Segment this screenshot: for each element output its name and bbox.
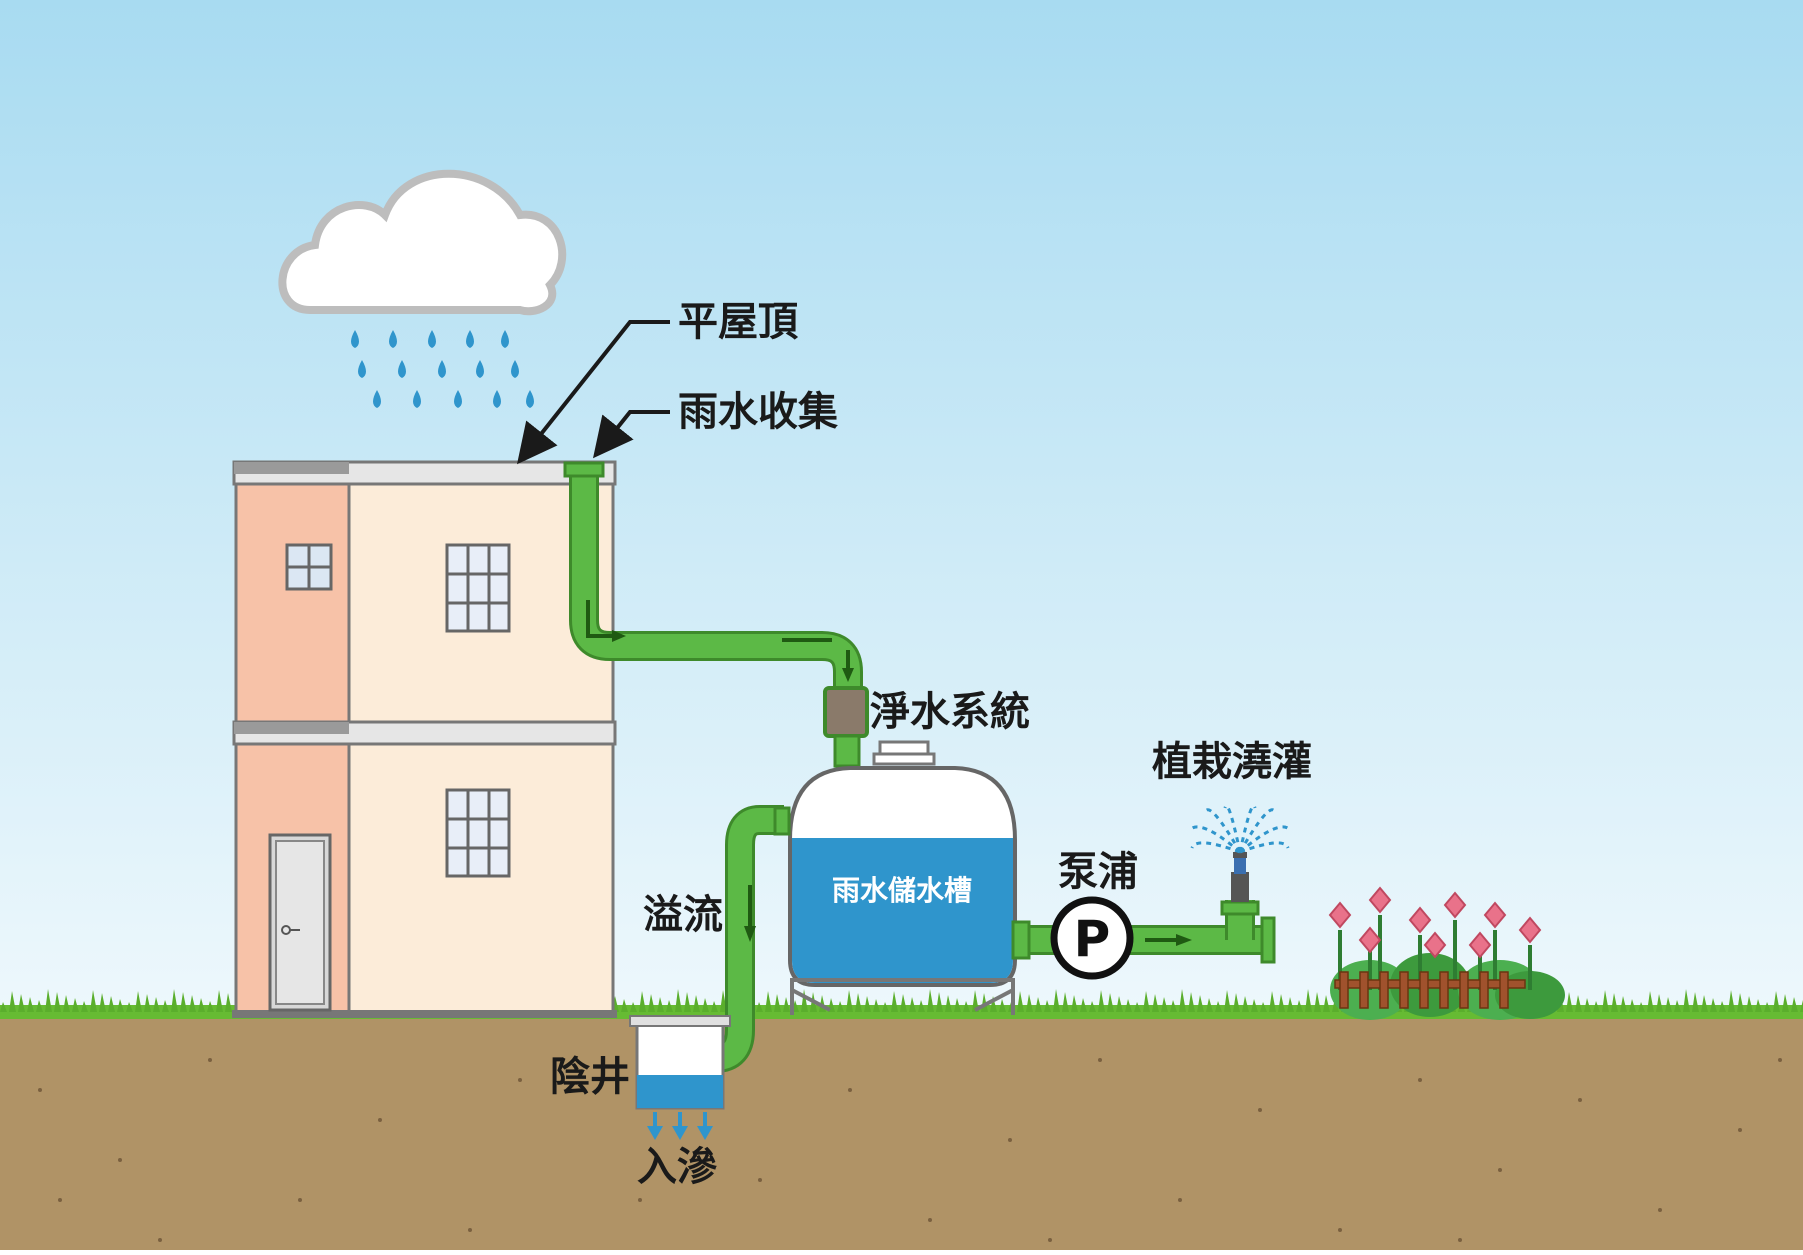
flower-bed xyxy=(1328,886,1565,1020)
garden-fence xyxy=(1334,971,1526,1009)
pump-icon: P xyxy=(1050,896,1134,980)
label-overflow: 溢流 xyxy=(643,892,723,938)
filter-unit xyxy=(823,686,869,768)
label-rain-collection: 雨水收集 xyxy=(678,389,838,435)
callout-lines xyxy=(517,320,670,465)
sprinkler-icon xyxy=(1188,804,1292,902)
soakaway-well xyxy=(629,1015,731,1140)
raindrops-icon xyxy=(351,330,534,408)
collection-pipe xyxy=(563,461,863,690)
infiltration-arrows xyxy=(647,1112,713,1140)
label-filter-system: 淨水系統 xyxy=(870,689,1030,735)
soil-ground xyxy=(0,1015,1803,1250)
label-infiltration: 入滲 xyxy=(637,1144,717,1190)
label-soakaway: 陰井 xyxy=(550,1054,630,1100)
cloud-icon xyxy=(278,169,567,316)
window xyxy=(285,543,333,591)
overflow-pipe xyxy=(700,805,791,1073)
pump-symbol: P xyxy=(1074,910,1111,968)
door xyxy=(268,833,332,1012)
label-pump: 泵浦 xyxy=(1058,849,1138,895)
rainwater-tank: 雨水儲水槽 xyxy=(788,740,1017,1015)
window xyxy=(445,543,511,633)
tank-label: 雨水儲水槽 xyxy=(832,874,972,907)
label-irrigation: 植栽澆灌 xyxy=(1152,739,1312,785)
building xyxy=(232,460,617,1018)
window xyxy=(445,788,511,878)
label-flat-roof: 平屋頂 xyxy=(678,299,799,345)
